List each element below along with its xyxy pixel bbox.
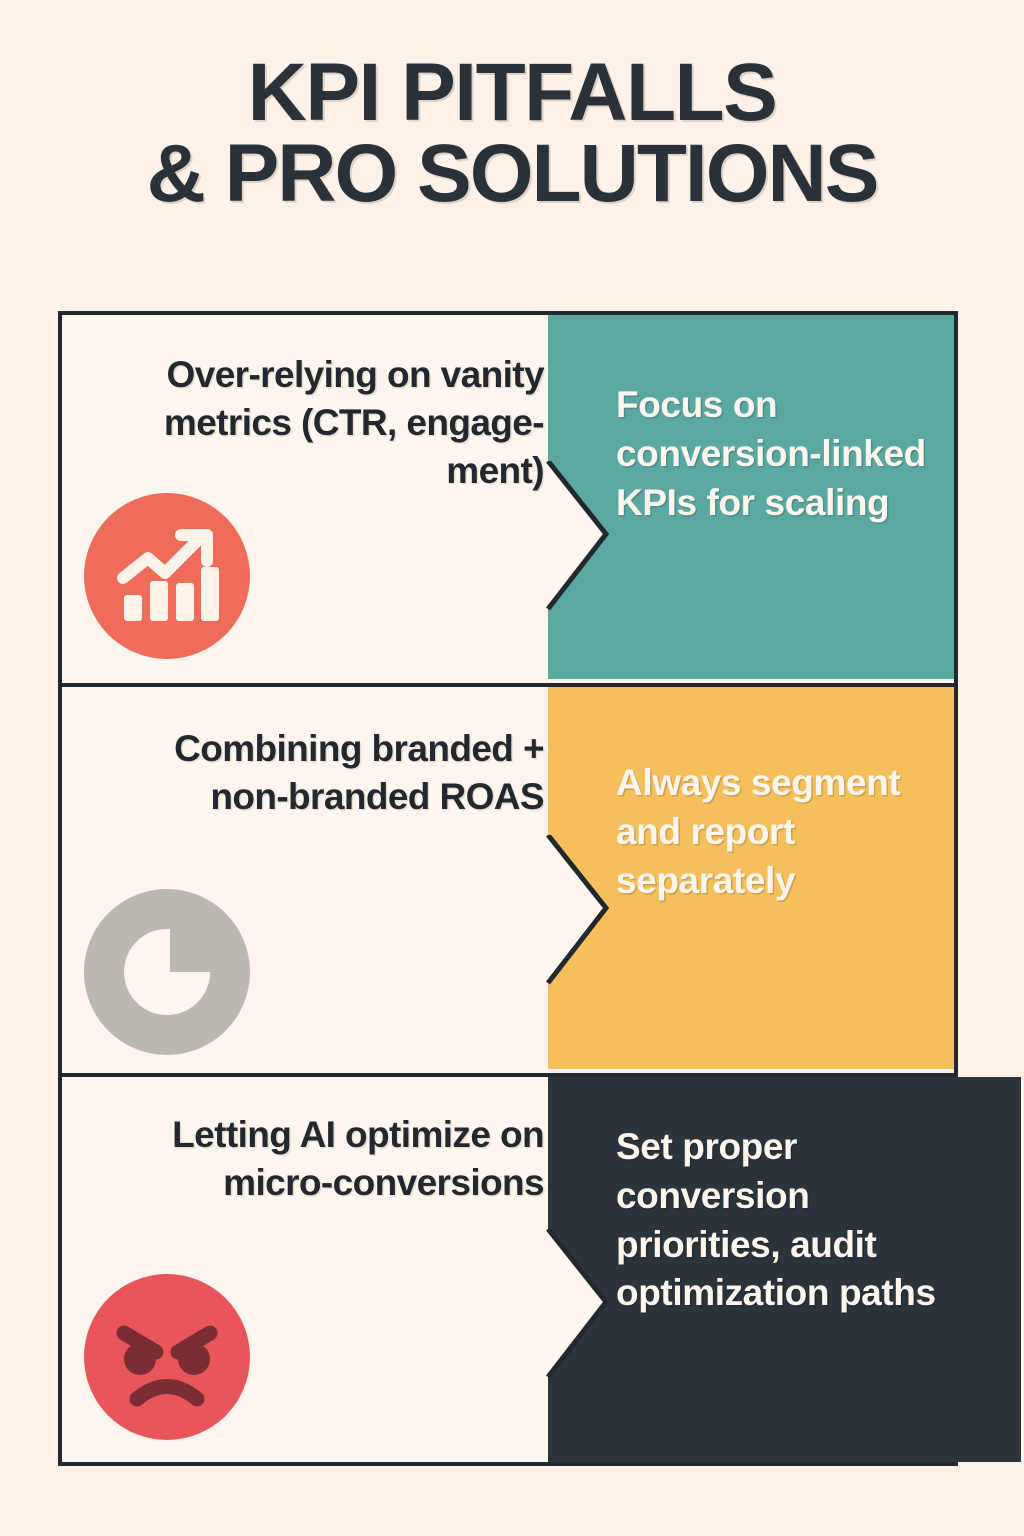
growth-chart-icon bbox=[82, 491, 252, 661]
row-chevron-icon-2 bbox=[544, 835, 610, 985]
page-title-line-2: & PRO SOLUTIONS bbox=[146, 128, 880, 220]
solution-text-2: Always segment and report separately bbox=[616, 762, 901, 901]
angry-face-icon bbox=[82, 1272, 252, 1442]
solution-cell-1: Focus on conversion-linked KPIs for scal… bbox=[548, 315, 954, 679]
pitfall-cell-1: Over-relying on vanity metrics (CTR, eng… bbox=[62, 315, 548, 679]
pitfalls-solutions-table: Over-relying on vanity metrics (CTR, eng… bbox=[58, 311, 1021, 1466]
pitfall-text-2: Combining branded + non-branded ROAS bbox=[174, 728, 545, 818]
pitfall-text-1: Over-relying on vanity metrics (CTR, eng… bbox=[163, 354, 545, 492]
solution-text-1: Focus on conversion-linked KPIs for scal… bbox=[616, 384, 926, 523]
pitfall-cell-3: Letting AI optimize on micro-conversions bbox=[62, 1077, 548, 1462]
table-row: Over-relying on vanity metrics (CTR, eng… bbox=[58, 311, 968, 683]
row-divider bbox=[62, 683, 954, 687]
row-chevron-icon-1 bbox=[544, 461, 610, 611]
table-row: Letting AI optimize on micro-conversions bbox=[58, 1073, 1021, 1466]
pie-chart-icon bbox=[82, 887, 252, 1057]
pitfall-cell-2: Combining branded + non-branded ROAS bbox=[62, 687, 548, 1069]
page-title-line-1: KPI PITFALLS bbox=[247, 47, 778, 138]
solution-cell-2: Always segment and report separately bbox=[548, 687, 954, 1069]
pitfall-text-3: Letting AI optimize on micro-conversions bbox=[172, 1114, 544, 1204]
row-chevron-icon-3 bbox=[544, 1229, 610, 1379]
table-row: Combining branded + non-branded ROAS Alw… bbox=[58, 683, 968, 1073]
solution-text-3: Set proper conversion priorities, audit … bbox=[616, 1126, 936, 1314]
page-title: KPI PITFALLS & PRO SOLUTIONS bbox=[0, 47, 1024, 220]
solution-cell-3: Set proper conversion priorities, audit … bbox=[548, 1077, 1021, 1462]
row-divider bbox=[62, 1073, 954, 1077]
